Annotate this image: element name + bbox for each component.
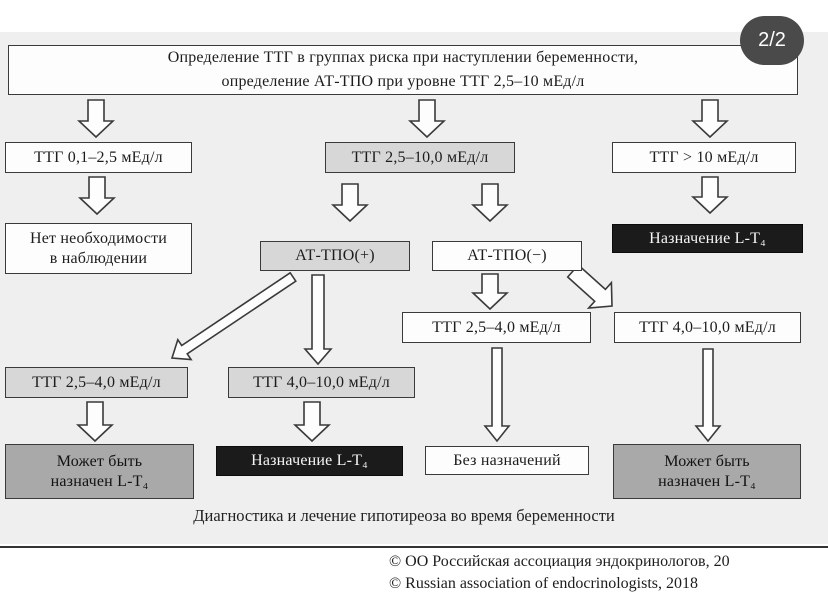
node-lt4-prescription-top: Назначение L-Т₄ (612, 224, 803, 253)
footer-copyright-en: © Russian association of endocrinologist… (389, 575, 699, 592)
node-no-prescription: Без назначений (425, 446, 589, 475)
arrow-tsh-40-100-neg-to-maybe-lt4 (694, 348, 722, 443)
node-tsh-40-100-tpo-pos: ТТГ 4,0–10,0 мЕд/л (228, 367, 415, 398)
node-tsh-high: ТТГ > 10 мЕд/л (612, 142, 796, 173)
node-tpo-negative: АТ-ТПО(−) (432, 241, 582, 271)
footer-copyright: © ОО Российская ассоциация эндокринолого… (389, 551, 730, 595)
arrow-tsh-mid-to-tpo-positive (330, 183, 370, 223)
node-maybe-lt4-right: Может быть назначен L-Т₄ (613, 444, 801, 499)
node-tsh-40-100-tpo-neg: ТТГ 4,0–10,0 мЕд/л (614, 312, 801, 343)
node-tsh-low: ТТГ 0,1–2,5 мЕд/л (5, 142, 192, 173)
node-title: Определение ТТГ в группах риска при наст… (8, 45, 798, 95)
footer-divider (0, 546, 828, 548)
arrow-tsh-low-to-no-observation (77, 176, 117, 216)
page-indicator-badge: 2/2 (740, 16, 804, 65)
node-tsh-mid: ТТГ 2,5–10,0 мЕд/л (325, 142, 515, 173)
node-maybe-lt4-left: Может быть назначен L-Т₄ (5, 444, 194, 499)
node-tsh-25-40-tpo-neg: ТТГ 2,5–4,0 мЕд/л (402, 312, 591, 343)
arrow-tpo-negative-to-tsh-25-40 (470, 273, 510, 311)
arrow-title-to-tsh-low (76, 99, 116, 139)
figure-caption: Диагностика и лечение гипотиреоза во вре… (193, 506, 615, 525)
arrow-tsh-25-40-neg-to-no-prescription (483, 347, 511, 443)
node-lt4-prescription-bottom: Назначение L-Т₄ (216, 446, 403, 476)
arrow-title-to-tsh-mid (407, 99, 447, 139)
arrow-tsh-40-100-pos-to-lt4 (292, 401, 332, 443)
node-tpo-positive: АТ-ТПО(+) (260, 241, 410, 271)
arrow-tpo-negative-to-tsh-40-100 (566, 263, 613, 309)
arrow-title-to-tsh-high (690, 99, 730, 139)
arrow-tsh-high-to-lt4-prescription (690, 176, 730, 215)
arrow-tsh-mid-to-tpo-negative (470, 183, 510, 223)
arrow-tsh-25-40-pos-to-maybe-lt4 (75, 401, 115, 443)
footer-copyright-ru: © ОО Российская ассоциация эндокринолого… (389, 553, 730, 570)
arrow-tpo-positive-to-tsh-25-40 (170, 271, 297, 361)
node-no-observation: Нет необходимости в наблюдении (5, 223, 192, 274)
node-tsh-25-40-tpo-pos: ТТГ 2,5–4,0 мЕд/л (5, 367, 188, 398)
arrow-tpo-positive-to-tsh-40-100 (303, 274, 333, 366)
